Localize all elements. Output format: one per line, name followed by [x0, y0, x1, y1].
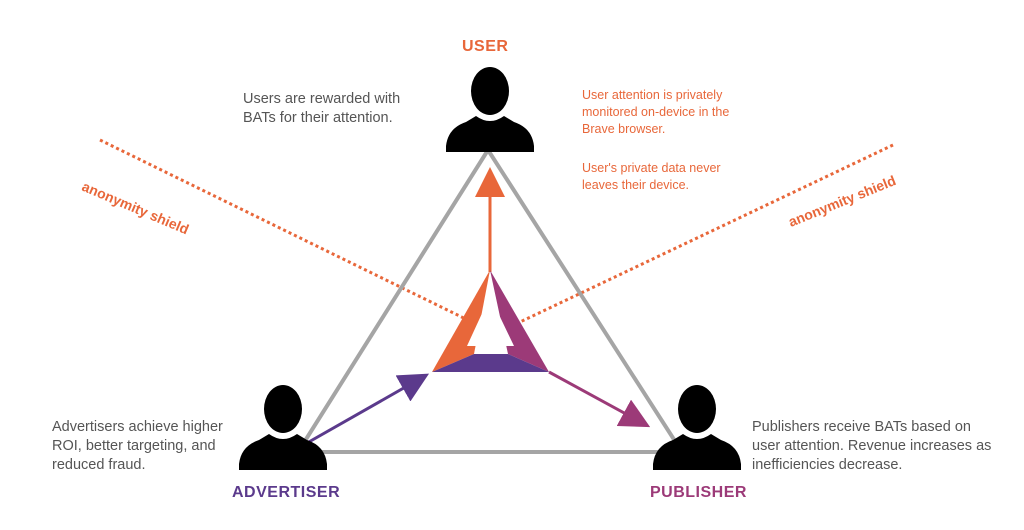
- advertiser-label: ADVERTISER: [232, 484, 341, 501]
- ecosystem-triangle: [296, 148, 684, 454]
- advertiser-silhouette-icon: [239, 385, 327, 470]
- advertiser-description: Advertisers achieve higher ROI, better t…: [52, 419, 223, 473]
- publisher-description: Publishers receive BATs based on user at…: [752, 419, 992, 473]
- arrow-from-advertiser: [299, 373, 430, 449]
- user-silhouette-icon: [446, 67, 534, 152]
- publisher-silhouette-icon: [653, 385, 741, 470]
- user-privacy-note-1: User attention is privately monitored on…: [582, 88, 730, 136]
- user-description: Users are rewarded with BATs for their a…: [243, 91, 401, 126]
- bat-logo-icon: [432, 270, 549, 372]
- anonymity-shield-line-right: [519, 143, 894, 324]
- user-label: USER: [462, 38, 509, 55]
- publisher-label: PUBLISHER: [650, 484, 747, 501]
- user-privacy-note-2: User's private data never leaves their d…: [582, 161, 721, 192]
- arrow-to-publisher: [548, 370, 651, 428]
- anonymity-shield-line-left: [99, 138, 479, 327]
